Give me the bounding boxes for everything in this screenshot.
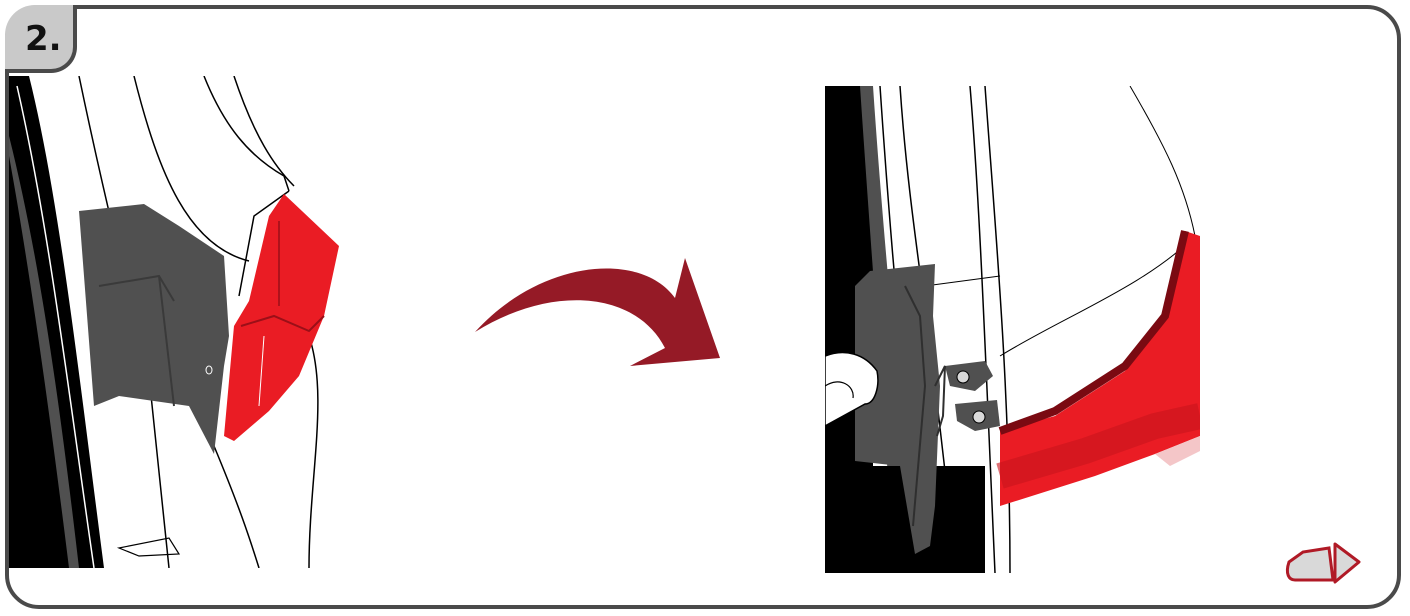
after-illustration (825, 86, 1200, 573)
before-illustration (9, 76, 409, 568)
headrest-next-icon[interactable] (1283, 540, 1365, 586)
step-tab: 2. (5, 5, 77, 73)
step-number: 2. (25, 19, 62, 59)
curved-arrow-icon (470, 250, 730, 380)
